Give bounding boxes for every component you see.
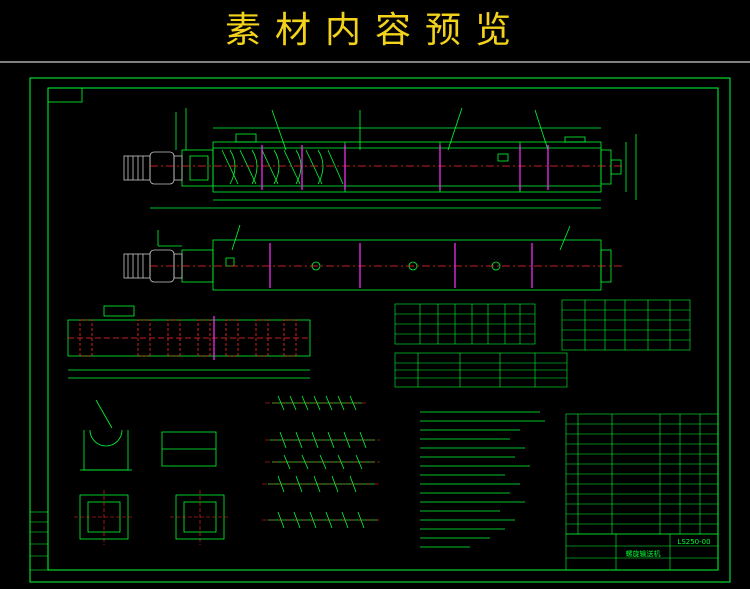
inner-frame <box>47 87 719 571</box>
title-block <box>565 533 719 571</box>
title-block-product: 螺旋输送机 <box>626 549 661 558</box>
corner-box <box>47 87 83 103</box>
support-posts <box>79 319 297 357</box>
preview-banner: 素材内容预览 <box>0 0 750 62</box>
tech-notes <box>420 411 545 548</box>
spec-table-c <box>561 299 691 351</box>
parts-list <box>565 413 719 535</box>
section-marks-plan <box>269 243 533 288</box>
section-view-b <box>161 431 225 540</box>
revision-strip <box>29 511 49 571</box>
screw-centerlines <box>262 402 382 521</box>
support-frame-view <box>67 305 311 379</box>
outer-frame <box>29 77 731 583</box>
motor-top <box>123 151 183 185</box>
section-view-centerlines <box>74 490 230 545</box>
section-marks-top <box>261 145 549 190</box>
main-elevation-view <box>150 107 637 209</box>
plan-view <box>157 224 612 291</box>
section-view-a <box>79 399 132 540</box>
title-block-drawing-no: LS250-00 <box>677 538 710 546</box>
spec-table-b <box>394 352 568 388</box>
banner-title: 素材内容预览 <box>224 10 525 51</box>
spec-table-a <box>394 303 536 345</box>
